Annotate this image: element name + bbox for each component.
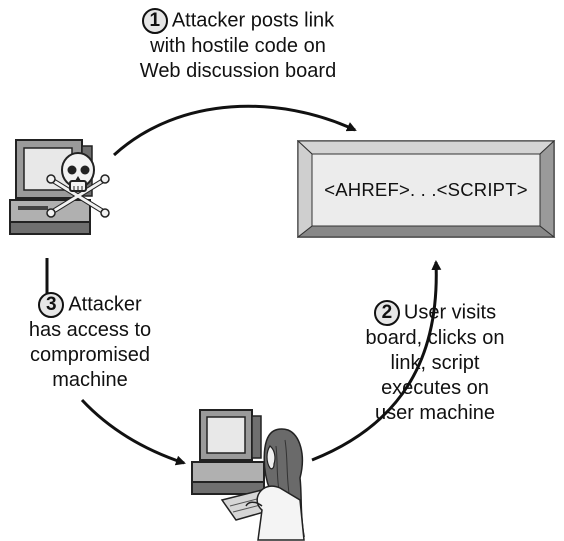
arrow-attacker-to-board xyxy=(112,104,357,157)
discussion-board-screen-icon: <AHREF>. . .<SCRIPT> xyxy=(297,140,557,240)
step-2-line-5: user machine xyxy=(374,402,496,424)
step-1-line-3: Web discussion board xyxy=(139,60,337,82)
step-2-number-badge: 2 xyxy=(373,300,400,326)
arrow-to-user-machine xyxy=(80,398,186,466)
step-1-line-2: with hostile code on xyxy=(150,35,326,57)
step-3-line-2: has access to xyxy=(28,319,152,341)
step-3-number-badge: 3 xyxy=(38,292,65,318)
board-frame xyxy=(297,140,556,239)
step-3-line-3: compromised xyxy=(29,344,151,366)
step-2-line-4: executes on xyxy=(381,377,489,399)
step-2-line-3: link, script xyxy=(390,352,480,374)
step-3-line-4: machine xyxy=(52,369,128,391)
step-3-text-1: Attacker xyxy=(68,293,142,316)
board-code-text: <AHREF>. . .<SCRIPT> xyxy=(324,179,528,200)
step-2-text-1: User visits xyxy=(403,301,497,324)
step-1-number-badge: 1 xyxy=(141,8,168,34)
arrow-user-to-board xyxy=(311,260,442,462)
step-1-text-1: Attacker posts link xyxy=(171,9,335,32)
step-2-line-2: board, clicks on xyxy=(365,327,505,349)
